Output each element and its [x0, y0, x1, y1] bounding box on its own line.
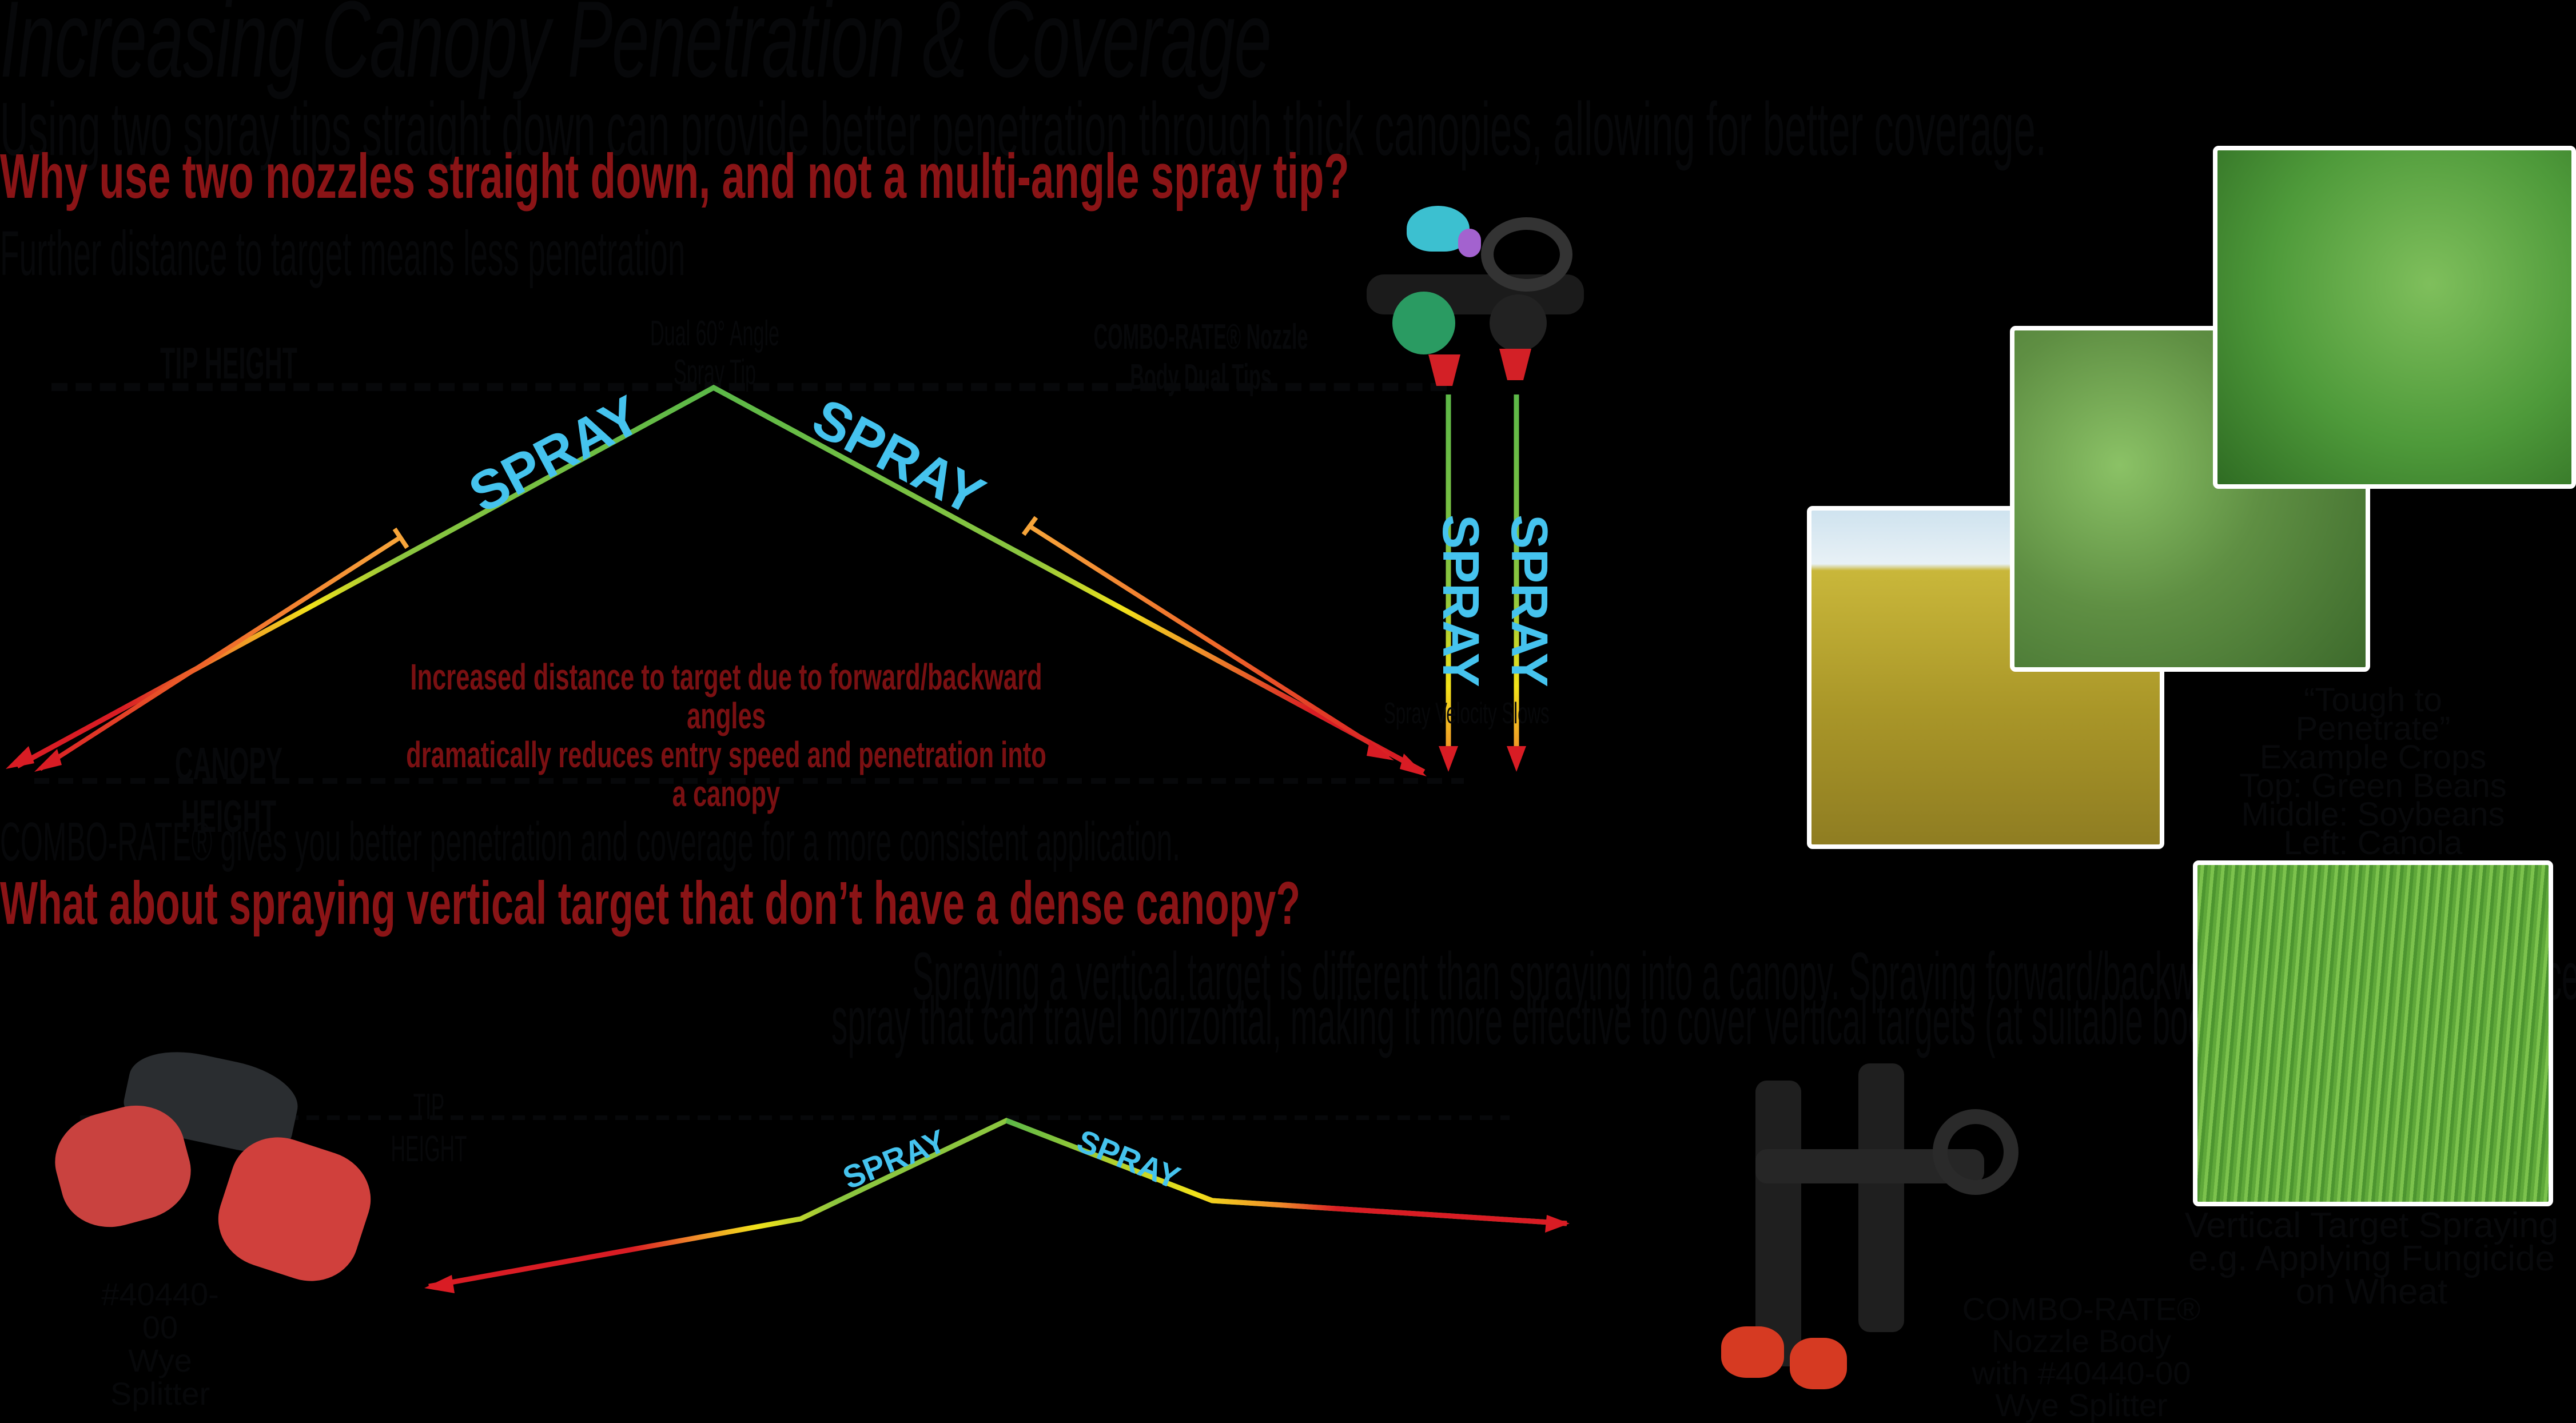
black-cap: [1490, 294, 1547, 352]
combo-rate-body-wye-image: [1693, 1052, 2036, 1417]
dual-angle-label-line1: Dual 60° Angle: [650, 314, 779, 353]
section2-paragraph-line2: spray that can travel horizontal, making…: [831, 983, 2367, 1059]
right-product-label-line3: Wye Splitter: [1995, 1387, 2168, 1423]
crops-caption-line4: Middle: Soybeans: [2241, 796, 2505, 833]
body-column-2: [1858, 1063, 1904, 1332]
green-cap: [1392, 292, 1455, 354]
red-tip-right: [206, 1125, 383, 1294]
red-tip-a: [1721, 1326, 1784, 1378]
lower-tip-height-label: TIP HEIGHT: [391, 1086, 467, 1169]
section1-conclusion: COMBO-RATE® gives you better penetration…: [0, 811, 1181, 872]
red-tip-b: [1790, 1338, 1847, 1389]
boom-clamp: [1933, 1109, 2018, 1195]
red-tip-2: [1499, 349, 1531, 380]
right-product-label-line2: with #40440-00: [1972, 1355, 2191, 1391]
dual-angle-label: Dual 60° Angle Spray Tip: [636, 314, 794, 392]
crops-caption: “Tough to Penetrate” Example Crops Top: …: [2230, 681, 2516, 862]
wheat-caption-line2: e.g. Applying Fungicide on Wheat: [2188, 1239, 2555, 1312]
spray-label-vertical-1: SPRAY: [1432, 515, 1489, 687]
wheat-caption-line1: Vertical Target Spraying: [2184, 1206, 2559, 1245]
wye-splitter-image: [34, 1041, 400, 1298]
combo-rate-nozzle-image: [1367, 194, 1584, 394]
tip-height-line: [51, 383, 1447, 391]
left-product-label: #40440-00 Wye Splitter: [86, 1278, 234, 1410]
page-subtitle: Using two spray tips straight down can p…: [0, 87, 2047, 171]
right-product-label: COMBO-RATE® Nozzle Body with #40440-00 W…: [1933, 1293, 2230, 1421]
distance-callout-line2: dramatically reduces entry speed and pen…: [406, 734, 1046, 814]
crops-caption-line2: Example Crops: [2259, 739, 2487, 776]
wheat-photo: [2193, 860, 2553, 1206]
soybeans-photo: [2010, 326, 2370, 672]
boom-clamp: [1481, 217, 1572, 292]
crops-caption-line3: Top: Green Beans: [2239, 767, 2507, 804]
purple-cap: [1458, 229, 1481, 257]
left-product-label-line1: #40440-00: [101, 1276, 219, 1345]
green-beans-photo: [2213, 146, 2576, 489]
tip-height-label: TIP HEIGHT: [160, 338, 297, 388]
left-product-label-line2: Wye Splitter: [110, 1342, 210, 1412]
velocity-label: Spray Velocity Slows: [1384, 697, 1550, 730]
spray-label-vertical-2: SPRAY: [1500, 515, 1558, 687]
crops-caption-line5: Left: Canola: [2283, 824, 2463, 862]
canopy-height-label: CANOPY HEIGHT: [174, 738, 283, 842]
body-column-1: [1755, 1081, 1801, 1366]
red-tip-1: [1428, 354, 1460, 386]
wheat-caption: Vertical Target Spraying e.g. Applying F…: [2167, 1206, 2576, 1312]
distance-callout: Increased distance to target due to forw…: [396, 657, 1057, 813]
page-title: Increasing Canopy Penetration & Coverage: [0, 0, 1272, 100]
section1-heading: Why use two nozzles straight down, and n…: [0, 141, 1349, 212]
right-product-label-line1: COMBO-RATE® Nozzle Body: [1962, 1291, 2201, 1359]
section2-heading: What about spraying vertical target that…: [0, 870, 1301, 937]
distance-callout-line1: Increased distance to target due to forw…: [410, 656, 1042, 736]
crops-caption-line1: “Tough to Penetrate”: [2295, 681, 2451, 747]
combo-rate-label-line1: COMBO-RATE® Nozzle: [1093, 317, 1308, 357]
section1-note: Further distance to target means less pe…: [0, 218, 686, 289]
